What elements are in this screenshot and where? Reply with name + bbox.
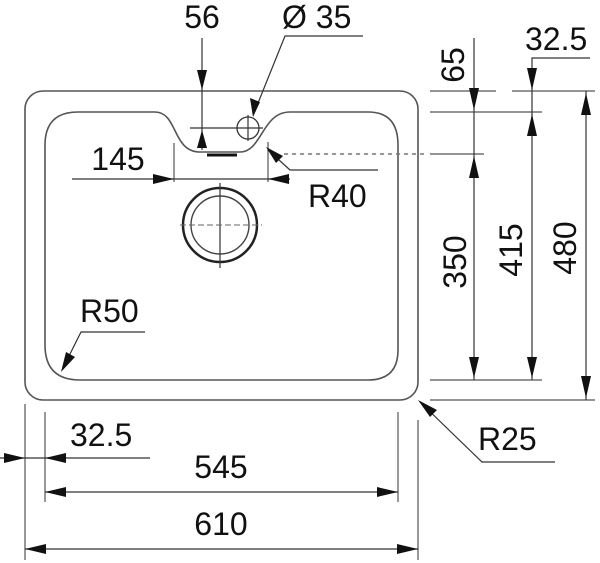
dim-tap-hole-diameter: Ø 35: [282, 0, 351, 35]
dim-tap-hole-offset: 56: [184, 0, 220, 35]
dim-bowl-corner-radius: R50: [80, 293, 139, 329]
dim-flange-top: 32.5: [525, 21, 587, 57]
dim-ledge-left: 145: [91, 141, 144, 177]
dim-bowl-depth-total: 415: [493, 223, 529, 276]
dim-ledge-depth: 65: [435, 47, 471, 83]
drain: [180, 183, 262, 268]
dim-outer-corner-radius: R25: [478, 421, 537, 457]
dim-ledge-radius: R40: [308, 178, 367, 214]
dim-bowl-width: 545: [194, 449, 247, 485]
bowl-outline: [44, 111, 399, 381]
dim-bowl-depth-main: 350: [437, 235, 473, 288]
dim-flange-left: 32.5: [70, 417, 132, 453]
dim-overall-depth: 480: [547, 221, 583, 274]
outer-outline: [24, 90, 419, 401]
dim-overall-width: 610: [194, 506, 247, 542]
